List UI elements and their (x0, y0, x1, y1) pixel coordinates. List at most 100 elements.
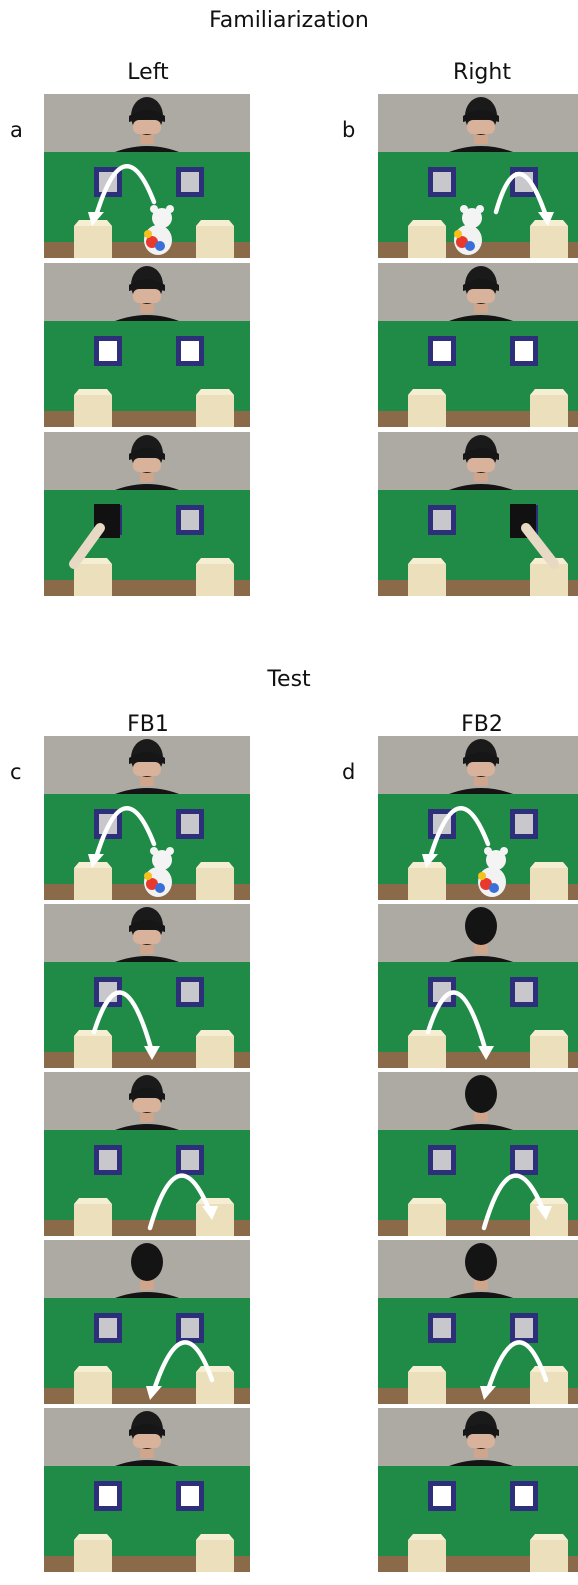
box-right (530, 389, 568, 427)
bear-ear (500, 847, 508, 855)
box-left-top (74, 1534, 112, 1540)
window-left (94, 336, 122, 366)
actor-head (465, 1075, 497, 1113)
actor-face (133, 120, 161, 134)
actor-face (467, 762, 495, 776)
scene-panel-right-3 (378, 432, 578, 596)
box-right-front (196, 564, 234, 596)
box-left-top (408, 1198, 446, 1204)
box-right (530, 220, 568, 258)
window-right-glass (181, 510, 199, 530)
box-right-top (196, 1030, 234, 1036)
window-left (94, 1481, 122, 1511)
box-left (408, 389, 446, 427)
box-left (408, 862, 446, 900)
box-left-top (74, 1198, 112, 1204)
arrowhead (88, 854, 104, 868)
window-right-glass (181, 172, 199, 192)
scene-panel-fb2-3 (378, 1072, 578, 1236)
toy-ball (480, 878, 492, 890)
box-left (74, 1534, 112, 1572)
window-left-glass (99, 1486, 117, 1506)
scene-panel-fb2-1 (378, 736, 578, 900)
actor-cap-visor (129, 279, 165, 291)
box-left (74, 1366, 112, 1404)
box-left-front (408, 1540, 446, 1572)
arrow-path (93, 164, 157, 219)
arrow-path (427, 806, 491, 861)
toy-ball (155, 241, 165, 251)
window-right-glass (181, 982, 199, 1002)
column-title-right: Right (453, 60, 511, 85)
column-title-fb1: FB1 (127, 712, 169, 737)
scene-panel-left-1 (44, 94, 250, 258)
box-left-front (408, 868, 446, 900)
scene-panel-fb2-5 (378, 1408, 578, 1572)
box-right-top (196, 220, 234, 226)
window-left (94, 1313, 122, 1343)
box-right-front (530, 1540, 568, 1572)
box-right (196, 1366, 234, 1404)
window-right (176, 336, 204, 366)
box-left-front (74, 868, 112, 900)
bear-ear (484, 847, 492, 855)
box-right-front (196, 1372, 234, 1404)
box-left (74, 558, 112, 596)
panel-letter-c: c (10, 760, 22, 784)
box-left-front (74, 564, 112, 596)
window-right-glass (181, 1150, 199, 1170)
box-right (196, 220, 234, 258)
window-left (428, 1481, 456, 1511)
window-right (510, 977, 538, 1007)
box-right-front (196, 1540, 234, 1572)
box-right-top (196, 1366, 234, 1372)
actor-face (467, 289, 495, 303)
box-right (196, 1030, 234, 1068)
actor-head (131, 1243, 163, 1281)
toy-ball (456, 236, 468, 248)
box-right-front (530, 226, 568, 258)
window-left-glass (99, 1150, 117, 1170)
box-right-front (196, 1036, 234, 1068)
window-left-glass (433, 1318, 451, 1338)
window-left-glass (433, 510, 451, 530)
box-left-top (74, 389, 112, 395)
box-left (408, 1534, 446, 1572)
arrow-path (151, 1340, 215, 1393)
box-left-front (408, 1036, 446, 1068)
box-right-front (530, 395, 568, 427)
toy-ball (454, 230, 462, 238)
arm (69, 523, 105, 569)
box-right (196, 1534, 234, 1572)
window-right-glass (515, 1318, 533, 1338)
window-right (510, 1313, 538, 1343)
box-right-front (196, 395, 234, 427)
scene-panel-fb2-4 (378, 1240, 578, 1404)
window-right (176, 1313, 204, 1343)
box-right-top (530, 1534, 568, 1540)
box-left (408, 1030, 446, 1068)
box-right-front (196, 868, 234, 900)
panel-letter-d: d (342, 760, 356, 784)
actor-cap-visor (129, 1424, 165, 1436)
box-right-top (530, 862, 568, 868)
column-title-fb2: FB2 (461, 712, 503, 737)
box-right (530, 1534, 568, 1572)
scene-panel-left-2 (44, 263, 250, 427)
box-left-front (74, 226, 112, 258)
box-right (530, 1198, 568, 1236)
actor (110, 266, 184, 323)
actor-cap-visor (129, 110, 165, 122)
actor-face (133, 289, 161, 303)
teddy-bear (454, 205, 484, 255)
window-left (428, 167, 456, 197)
arrow-path (425, 990, 489, 1055)
arrow-path (493, 171, 549, 219)
box-left-top (408, 558, 446, 564)
actor-head (465, 907, 497, 945)
window-right-glass (515, 1486, 533, 1506)
box-left (74, 1030, 112, 1068)
actor-head (465, 1243, 497, 1281)
box-right-front (530, 868, 568, 900)
scene-panel-right-1 (378, 94, 578, 258)
